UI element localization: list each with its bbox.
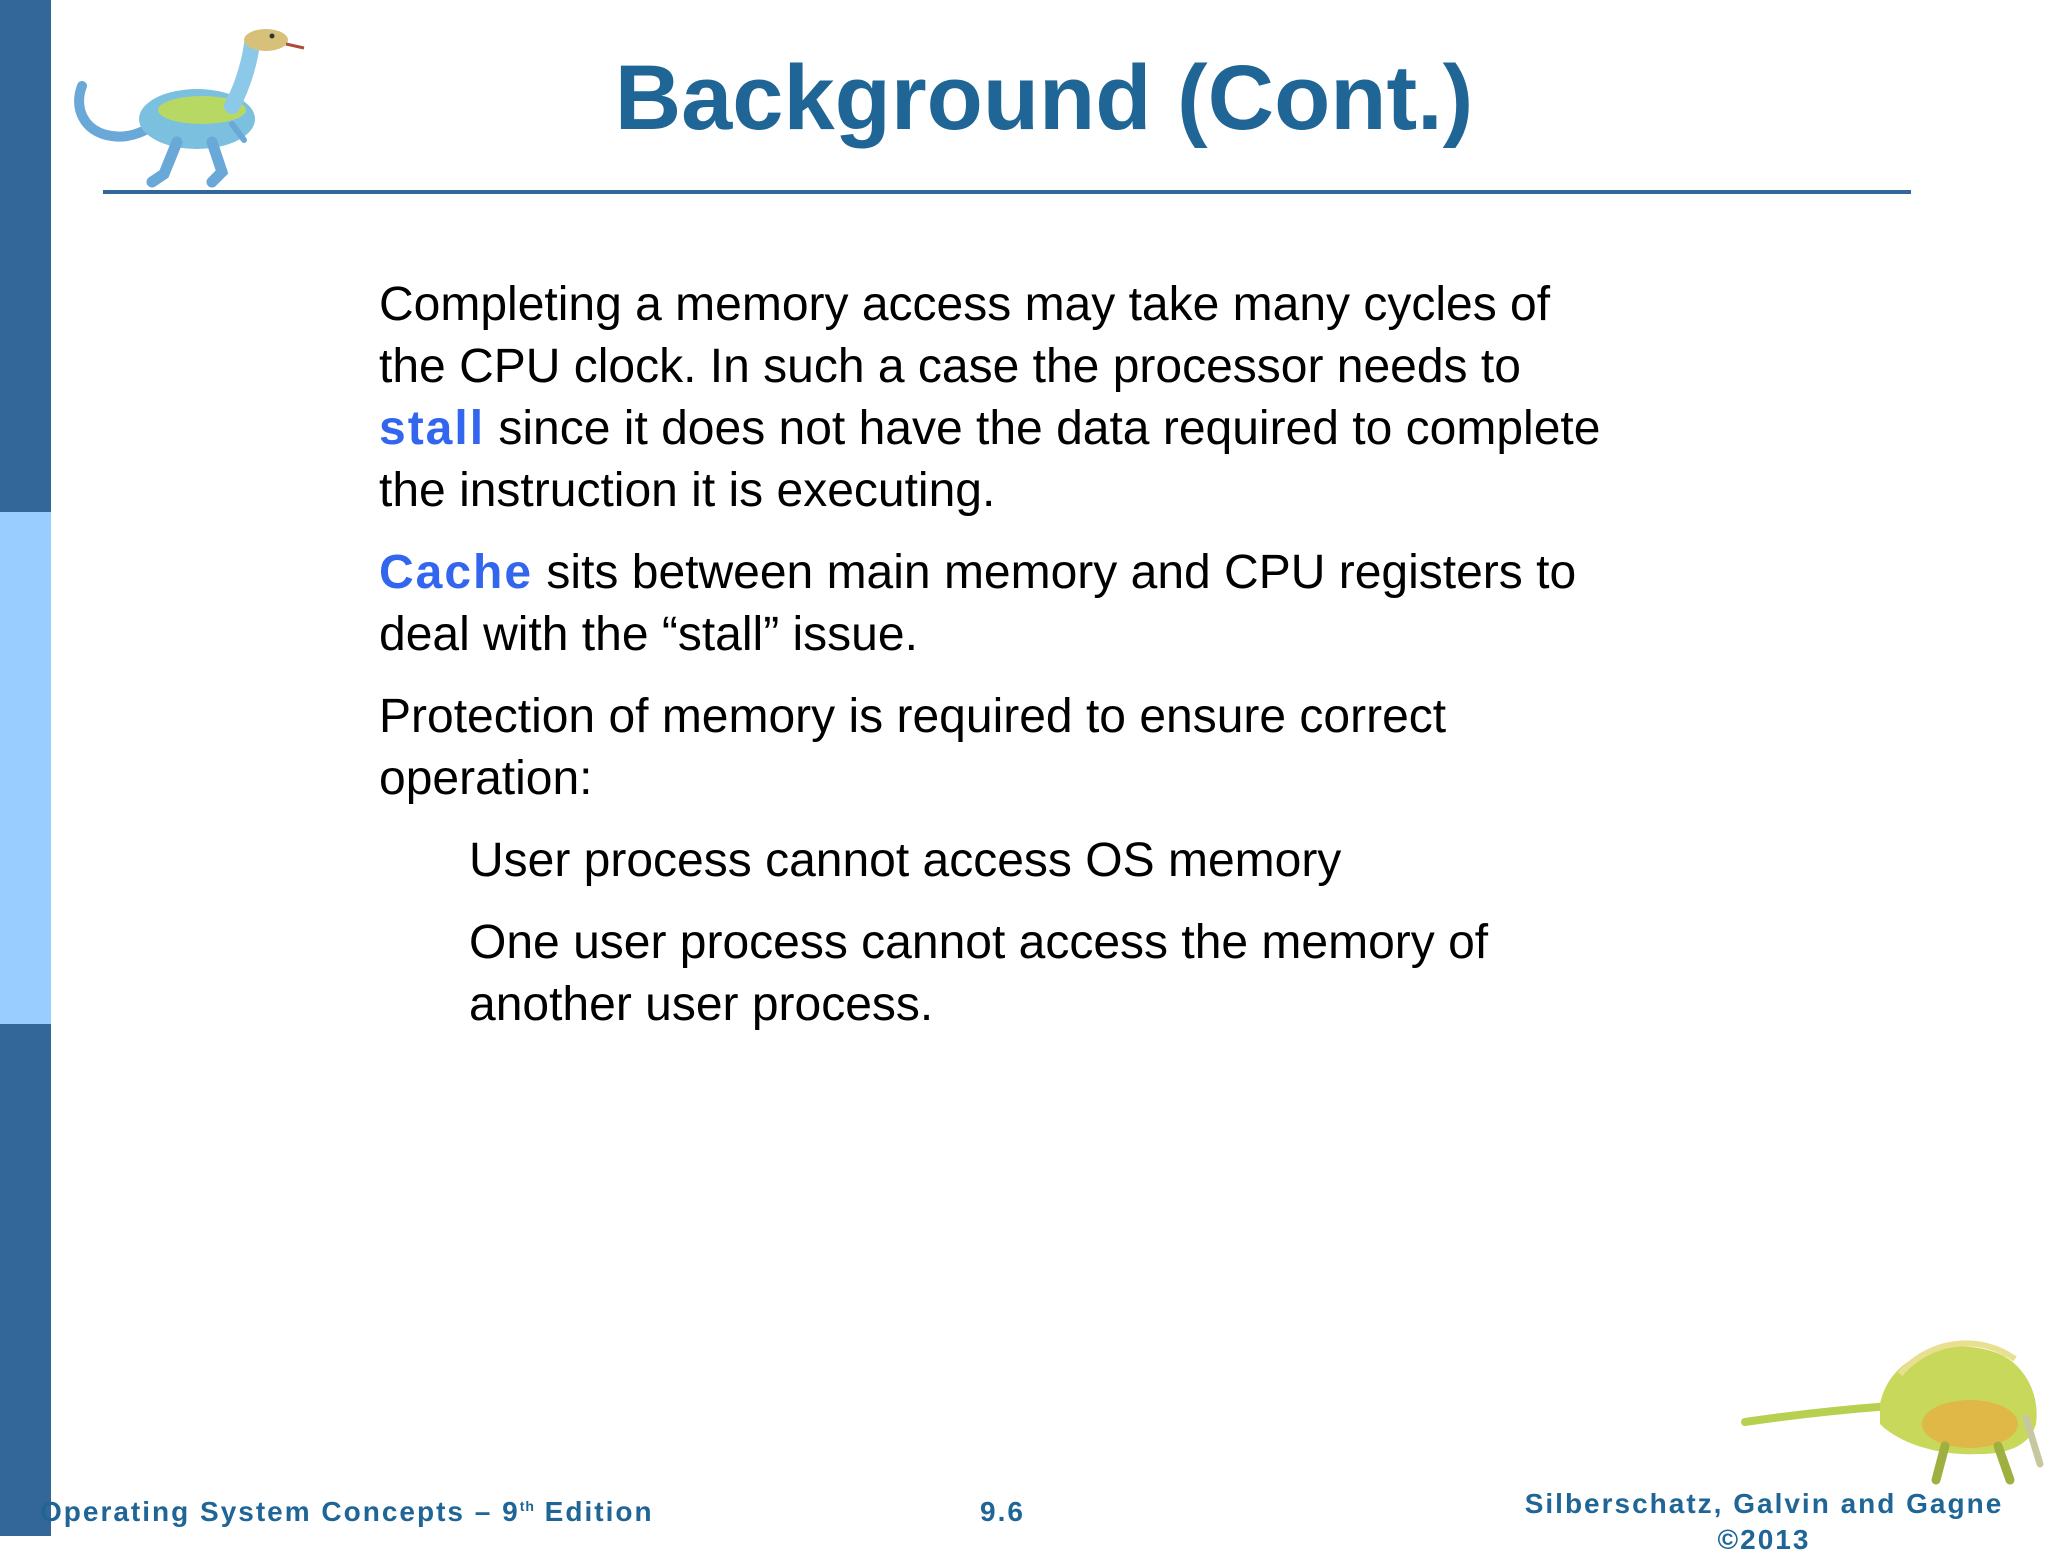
slide-body: Completing a memory access may take many… <box>379 274 1709 1056</box>
paragraph-stall: Completing a memory access may take many… <box>379 274 1709 522</box>
footer-authors: Silberschatz, Galvin and Gagne ©2013 <box>1524 1490 2004 1554</box>
sub-item: One user process cannot access the memor… <box>469 916 1489 1031</box>
footer-book-suffix: Edition <box>534 1496 654 1527</box>
paragraph-line: the CPU clock. In such a case the proces… <box>379 340 1521 393</box>
sub-item: User process cannot access OS memory <box>469 834 1342 887</box>
footer-authors-text: Silberschatz, Galvin and Gagne <box>1524 1488 2004 1519</box>
paragraph-line: Completing a memory access may take many… <box>379 278 1551 331</box>
footer-book-prefix: Operating System Concepts – 9 <box>40 1496 520 1527</box>
footer-page-number: 9.6 <box>980 1496 1025 1527</box>
keyword-stall: stall <box>379 402 486 455</box>
paragraph-line: the instruction it is executing. <box>379 464 996 517</box>
slide-title: Background (Cont.) <box>614 47 1474 149</box>
left-sidebar-accent <box>0 512 51 1024</box>
paragraph-line: deal with the “stall” issue. <box>379 608 918 661</box>
paragraph-protection: Protection of memory is required to ensu… <box>379 690 1447 805</box>
dinosaur-top-icon <box>74 29 305 188</box>
title-divider <box>103 190 1911 194</box>
keyword-cache: Cache <box>379 546 534 599</box>
footer-copyright: ©2013 <box>1717 1524 1811 1555</box>
paragraph-line: sits between main memory and CPU registe… <box>533 546 1577 599</box>
footer-book-title: Operating System Concepts – 9th Edition <box>40 1498 654 1526</box>
dinosaur-bottom-icon <box>1741 1340 2044 1485</box>
paragraph-line: since it does not have the data required… <box>485 402 1601 455</box>
footer-book-superscript: th <box>519 1498 535 1514</box>
paragraph-cache: Cache sits between main memory and CPU r… <box>379 542 1709 666</box>
